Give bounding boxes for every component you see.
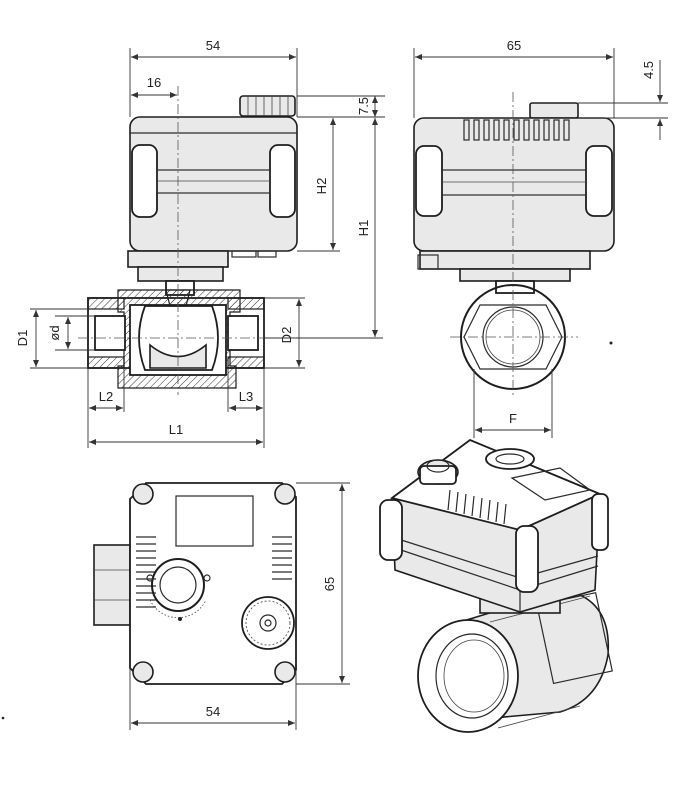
dim-side-top-label: 4.5 (641, 61, 656, 79)
dim-offset-16-label: 16 (147, 75, 161, 90)
isometric-view (379, 438, 613, 733)
dim-l1-label: L1 (169, 422, 183, 437)
dim-front-width-label: 54 (206, 38, 220, 53)
top-manual-knob (241, 596, 295, 650)
top-position-dial (151, 558, 205, 612)
side-vents (463, 119, 570, 141)
dim-l2-label: L2 (99, 389, 113, 404)
top-vents-right (272, 536, 292, 580)
dim-h1-label: H1 (356, 220, 371, 237)
top-display-window (175, 495, 254, 547)
dim-d1-label: D1 (15, 330, 30, 347)
dim-phi-d-label: ød (47, 325, 62, 340)
dim-side-f-label: F (509, 411, 517, 426)
dim-top-knob-label: 7.5 (356, 97, 371, 115)
front-knob (239, 95, 296, 117)
top-plate (129, 482, 297, 685)
iso-vents (447, 489, 507, 525)
dim-l3-label: L3 (239, 389, 253, 404)
dim-d2-label: D2 (279, 327, 294, 344)
dim-h2-label: H2 (314, 178, 329, 195)
iso-pipe-end (417, 619, 519, 733)
iso-top-dial (485, 448, 535, 470)
dim-side-width-label: 65 (507, 38, 521, 53)
top-view: 65 54 (1, 482, 350, 730)
dim-top-height-label: 65 (322, 577, 337, 591)
dim-top-width-label: 54 (206, 704, 220, 719)
front-view: 54 16 7.5 H2 H1 D1 ød D2 L (15, 38, 385, 448)
side-view: 65 4.5 F (413, 38, 668, 438)
